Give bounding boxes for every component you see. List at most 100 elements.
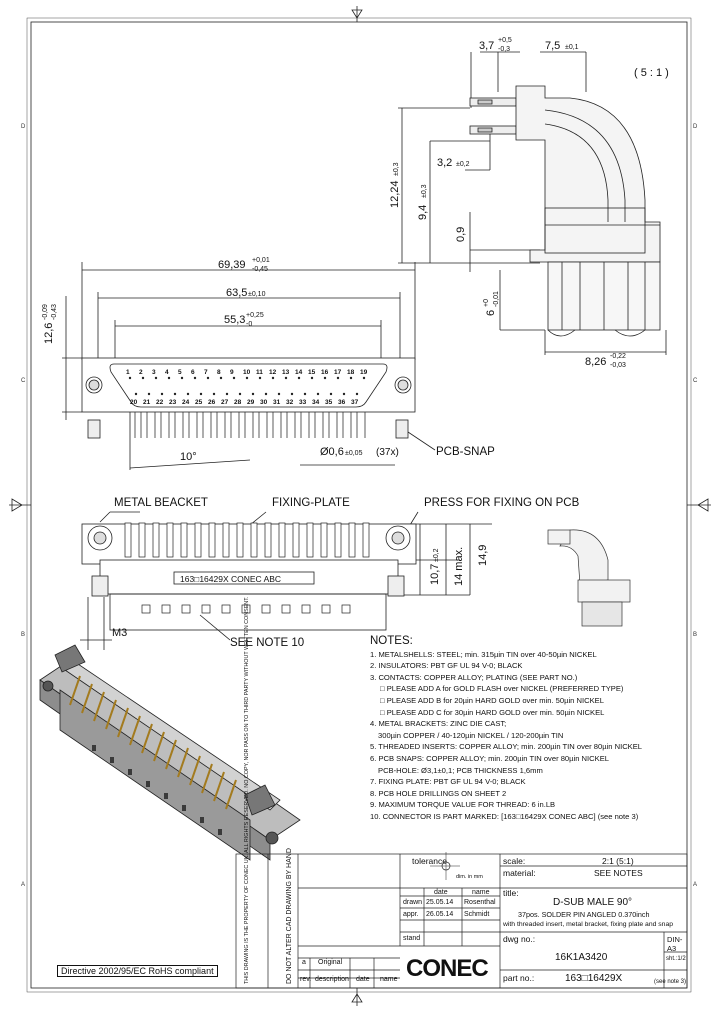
title-block-lines	[235, 852, 688, 989]
note-line: 1. METALSHELLS: STEEL; min. 315µin TIN o…	[370, 649, 597, 659]
legal-text-rotated: THIS DRAWING IS THE PROPERTY OF CONEC UK…	[244, 597, 293, 984]
dim-12-24: 12,24	[389, 180, 401, 208]
tb-title-line3: with threaded insert, metal bracket, fix…	[503, 921, 674, 928]
note-line: 300µin COPPER / 40-120µin NICKEL / 120-2…	[378, 730, 564, 740]
pin-number-top: 2	[139, 369, 143, 376]
tb-stand-label: stand	[403, 935, 421, 942]
pin-number-top: 4	[165, 369, 169, 376]
pin-number-bottom: 33	[299, 399, 307, 406]
dim-55-3-tol-lower: -0	[246, 321, 252, 328]
pin-number-top: 18	[347, 369, 355, 376]
dim-10-7: 10,7	[429, 564, 441, 585]
dim-12-6-tol-upper: -0,09	[42, 304, 49, 320]
pin-number-top: 11	[256, 369, 263, 376]
note-line: 8. PCB HOLE DRILLINGS ON SHEET 2	[370, 788, 507, 798]
tb-scale-value: 2:1 (5:1)	[602, 856, 634, 866]
dim-14-9: 14,9	[477, 545, 489, 566]
tb-part-label: part no.:	[503, 973, 535, 983]
tb-rev-a: a	[302, 959, 306, 966]
svg-text:D: D	[693, 124, 698, 130]
pin-number-bottom: 30	[260, 399, 268, 406]
note-line: 3. CONTACTS: COPPER ALLOY; PLATING (SEE …	[370, 672, 578, 682]
tb-material-label: material:	[503, 868, 536, 878]
tb-appr-date: 26.05.14	[426, 911, 454, 918]
top-view-slots	[124, 522, 370, 614]
side-view-text: 3,7 +0,5 -0,3 7,5 ±0,1 ( 5 : 1 ) 3,2 ±0,…	[389, 37, 669, 369]
conec-logo: CONEC	[406, 955, 489, 982]
cad-note: DO NOT ALTER CAD DRAWING BY HAND	[286, 848, 293, 984]
tb-dim-unit: dim. in mm	[456, 874, 483, 880]
pin-number-top: 8	[217, 369, 221, 376]
dim-6-tol-lower: -0,01	[493, 291, 500, 307]
note-line: □ PLEASE ADD B for 20µin HARD GOLD over …	[380, 695, 604, 705]
pin-number-bottom: 32	[286, 399, 294, 406]
pin-number-top: 1	[126, 369, 130, 376]
dim-69-39-tol-upper: +0,01	[252, 257, 270, 264]
tb-material-value: SEE NOTES	[594, 868, 643, 878]
pin-number-bottom: 27	[221, 399, 229, 406]
dim-3-2-tol: ±0,2	[456, 161, 470, 168]
dim-8-26: 8,26	[585, 356, 606, 368]
notes-block: NOTES: 1. METALSHELLS: STEEL; min. 315µi…	[370, 635, 715, 823]
tb-date-col: date	[356, 976, 370, 983]
dim-pin-tol: ±0,05	[345, 450, 363, 457]
dim-3-7-tol-lower: -0,3	[498, 46, 510, 53]
pin-number-top: 14	[295, 369, 303, 376]
tb-title-label: title:	[503, 888, 519, 898]
svg-text:B: B	[693, 632, 697, 638]
tb-name-col: name	[380, 976, 398, 983]
dim-6-tol-upper: +0	[483, 299, 490, 307]
label-metal-bracket: METAL BEACKET	[114, 497, 208, 509]
note-line: PCB-HOLE: Ø3,1±0,1; PCB THICKNESS 1,6mm	[378, 765, 543, 775]
tb-format: DIN-A3	[667, 935, 683, 953]
pin-number-top: 19	[360, 369, 368, 376]
dim-6: 6	[485, 310, 497, 316]
notes-title: NOTES:	[370, 635, 413, 647]
conec-logo-text: CONEC	[406, 955, 488, 982]
dim-63-5: 63,5	[226, 287, 247, 299]
small-iso-view	[547, 529, 631, 627]
dim-angle: 10°	[180, 451, 197, 463]
label-press-fixing: PRESS FOR FIXING ON PCB	[424, 497, 580, 509]
svg-text:A: A	[693, 882, 697, 888]
svg-text:D: D	[21, 124, 26, 130]
tb-tolerance: tolerance	[412, 856, 447, 866]
tb-appr-label: appr.	[403, 911, 419, 918]
dim-10-7-tol: ±0,2	[433, 548, 440, 562]
tb-title-line2: 37pos. SOLDER PIN ANGLED 0.370inch	[518, 910, 650, 919]
dim-9-4: 9,4	[417, 205, 429, 220]
top-view-text: METAL BEACKET FIXING-PLATE PRESS FOR FIX…	[112, 497, 580, 649]
note-line: 10. CONNECTOR IS PART MARKED: [163□16429…	[370, 811, 639, 821]
tb-dwg-value: 16K1A3420	[555, 952, 608, 963]
pin-number-bottom: 35	[325, 399, 333, 406]
tb-dwg-label: dwg no.:	[503, 934, 536, 944]
label-part-marking: 163□16429X CONEC ABC	[180, 574, 281, 584]
front-view	[62, 262, 436, 470]
svg-text:B: B	[21, 632, 25, 638]
dim-pin-diameter: Ø0,6	[320, 446, 344, 458]
pin-number-bottom: 21	[143, 399, 151, 406]
scale-note: ( 5 : 1 )	[634, 67, 669, 79]
pin-number-bottom: 31	[273, 399, 281, 406]
tb-drawn-label: drawn	[403, 899, 423, 906]
tb-part-value: 163□16429X	[565, 973, 623, 984]
note-line: 6. PCB SNAPS: COPPER ALLOY; min. 200µin …	[370, 753, 609, 763]
note-line: 9. MAXIMUM TORQUE VALUE FOR THREAD: 6 in…	[370, 800, 556, 810]
tb-title-line1: D-SUB MALE 90°	[553, 897, 633, 908]
pin-number-top: 5	[178, 369, 182, 376]
tb-sheet: sht.:1/2	[666, 956, 686, 962]
tb-rev-a-desc: Original	[318, 959, 343, 966]
label-fixing-plate: FIXING-PLATE	[272, 497, 350, 509]
note-line: □ PLEASE ADD C for 30µin HARD GOLD over …	[380, 707, 605, 717]
pin-number-bottom: 28	[234, 399, 242, 406]
pin-number-bottom: 25	[195, 399, 203, 406]
rohs-note: Directive 2002/95/EC RoHS compliant	[57, 965, 218, 977]
pin-number-bottom: 22	[156, 399, 164, 406]
svg-text:C: C	[693, 378, 698, 384]
iso-slots	[92, 745, 222, 835]
pin-number-top: 15	[308, 369, 316, 376]
note-line: 4. METAL BRACKETS: ZINC DIE CAST;	[370, 719, 507, 729]
